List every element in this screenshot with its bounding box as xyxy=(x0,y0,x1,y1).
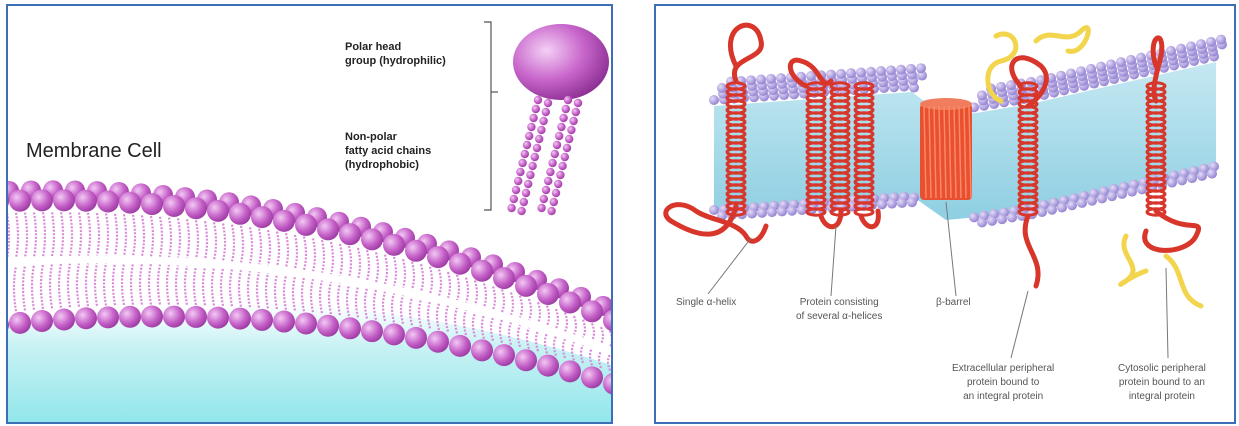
beta-barrel-protein xyxy=(920,98,972,200)
cytosolic-label-line: integral protein xyxy=(1118,390,1206,404)
single-helix-label: Single α-helix xyxy=(676,296,736,310)
polar-head-label-line: Polar head xyxy=(345,40,446,54)
nonpolar-label-line: (hydrophobic) xyxy=(345,158,431,172)
extracellular-label-line: protein bound to xyxy=(952,376,1054,390)
membrane-cell-title: Membrane Cell xyxy=(26,140,162,163)
leader-lines xyxy=(708,202,1168,358)
several-helices-label: Protein consisting of several α-helices xyxy=(796,296,882,324)
several-helices-label-line: Protein consisting xyxy=(796,296,882,310)
beta-barrel-label: β-barrel xyxy=(936,296,971,310)
membrane-cell-panel: Membrane Cell Polar head group (hydrophi… xyxy=(6,4,613,424)
polar-head-label-line: group (hydrophilic) xyxy=(345,54,446,68)
extracellular-label: Extracellular peripheral protein bound t… xyxy=(952,362,1054,404)
cytosolic-label: Cytosolic peripheral protein bound to an… xyxy=(1118,362,1206,404)
membrane-proteins-panel: Single α-helix Protein consisting of sev… xyxy=(654,4,1236,424)
membrane-cell-illustration xyxy=(8,6,613,424)
cytosolic-label-line: Cytosolic peripheral xyxy=(1118,362,1206,376)
nonpolar-label-line: Non-polar xyxy=(345,130,431,144)
extracellular-label-line: an integral protein xyxy=(952,390,1054,404)
cytosolic-label-line: protein bound to an xyxy=(1118,376,1206,390)
nonpolar-label-line: fatty acid chains xyxy=(345,144,431,158)
several-helices-label-line: of several α-helices xyxy=(796,310,882,324)
extracellular-label-line: Extracellular peripheral xyxy=(952,362,1054,376)
polar-head-label: Polar head group (hydrophilic) xyxy=(345,40,446,68)
nonpolar-chains-label: Non-polar fatty acid chains (hydrophobic… xyxy=(345,130,431,172)
phospholipid-diagram xyxy=(484,22,609,215)
